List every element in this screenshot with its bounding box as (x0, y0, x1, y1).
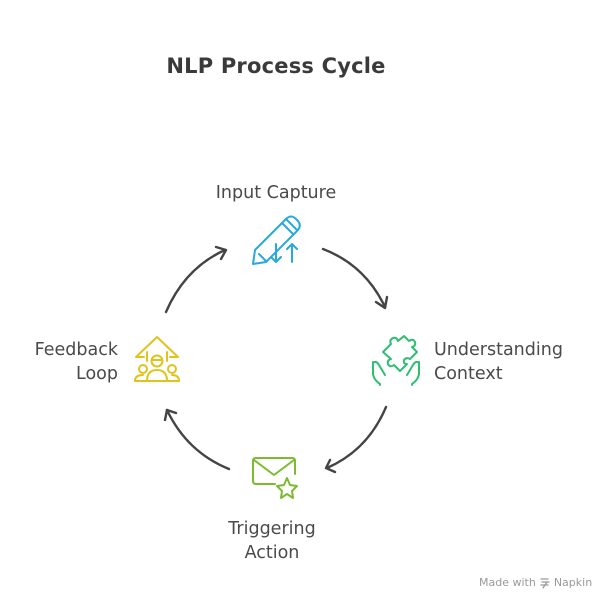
pencil-arrows-icon (252, 215, 301, 265)
napkin-logo-icon (540, 577, 550, 589)
footer-brand: Napkin (553, 576, 593, 589)
arrow-feedback-to-input (164, 245, 228, 314)
stage-label-line: Loop (76, 364, 118, 384)
diagram-title: NLP Process Cycle (166, 54, 386, 78)
footer-prefix: Made with (479, 576, 536, 589)
stage-label-line: Understanding (434, 340, 563, 360)
stage-label-line: Context (434, 364, 503, 384)
stage-label-line: Input Capture (215, 183, 337, 203)
group-arrow-up-icon (134, 336, 180, 382)
stage-label-understanding-context: Understanding Context (434, 338, 563, 386)
stage-label-triggering-action: Triggering Action (172, 517, 372, 565)
stage-label-line: Action (244, 543, 300, 563)
stage-label-feedback-loop: Feedback Loop (0, 338, 118, 386)
hands-puzzle-icon (372, 335, 420, 386)
stage-label-line: Feedback (34, 340, 118, 360)
envelope-star-icon (252, 457, 298, 499)
arrow-understanding-to-trigger (324, 405, 388, 474)
made-with-napkin-badge[interactable]: Made with Napkin (479, 576, 592, 589)
stage-label-line: Triggering (228, 519, 316, 539)
arrow-input-to-understanding (321, 247, 389, 310)
arrow-trigger-to-feedback (163, 408, 231, 471)
stage-label-input-capture: Input Capture (176, 181, 376, 205)
